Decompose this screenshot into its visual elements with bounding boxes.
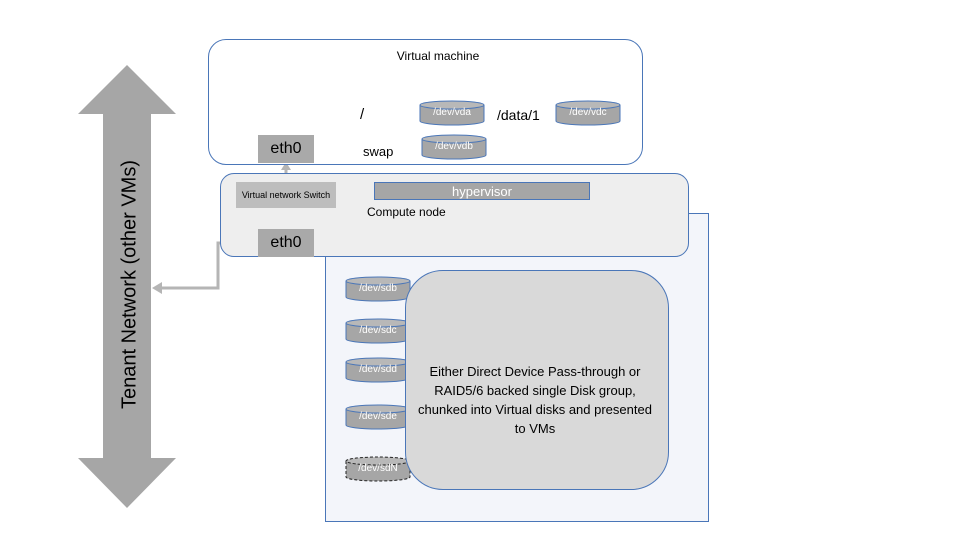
disk-sdc-label: /dev/sdc	[359, 325, 397, 336]
disk-vdb-label: /dev/vdb	[435, 141, 473, 152]
disk-sdc: /dev/sdc	[345, 318, 411, 344]
switch-link-top-up	[281, 162, 291, 170]
hypervisor-bar: hypervisor	[374, 182, 590, 200]
data-mount-label: /data/1	[497, 107, 540, 123]
disk-sdN: /dev/sdN	[345, 456, 411, 482]
disk-group-box	[405, 270, 669, 490]
disk-sdb: /dev/sdb	[345, 276, 411, 302]
host-eth0: eth0	[258, 229, 314, 257]
disk-vdb: /dev/vdb	[421, 134, 487, 160]
disk-sde: /dev/sde	[345, 404, 411, 430]
disk-sdN-label: /dev/sdN	[358, 463, 398, 474]
root-mount-label: /	[360, 106, 365, 123]
compute-node-label: Compute node	[367, 205, 446, 219]
disk-group-description: Either Direct Device Pass-through or RAI…	[418, 364, 652, 436]
virtual-network-switch: Virtual network Switch	[236, 182, 336, 208]
disk-vdc: /dev/vdc	[555, 100, 621, 126]
disk-vda-label: /dev/vda	[433, 107, 471, 118]
disk-sde-label: /dev/sde	[359, 411, 397, 422]
vm-title: Virtual machine	[396, 49, 480, 63]
tenant-network-double-arrow	[78, 65, 176, 508]
disk-sdd: /dev/sdd	[345, 357, 411, 383]
disk-vdc-label: /dev/vdc	[569, 107, 607, 118]
link-arrowhead-left	[152, 282, 162, 294]
tenant-network-label: Tenant Network (other VMs)	[118, 160, 141, 409]
vm-eth0: eth0	[258, 135, 314, 163]
disk-sdd-label: /dev/sdd	[359, 364, 397, 375]
disk-sdb-label: /dev/sdb	[359, 283, 397, 294]
swap-label: swap	[363, 144, 394, 159]
disk-vda: /dev/vda	[419, 100, 485, 126]
